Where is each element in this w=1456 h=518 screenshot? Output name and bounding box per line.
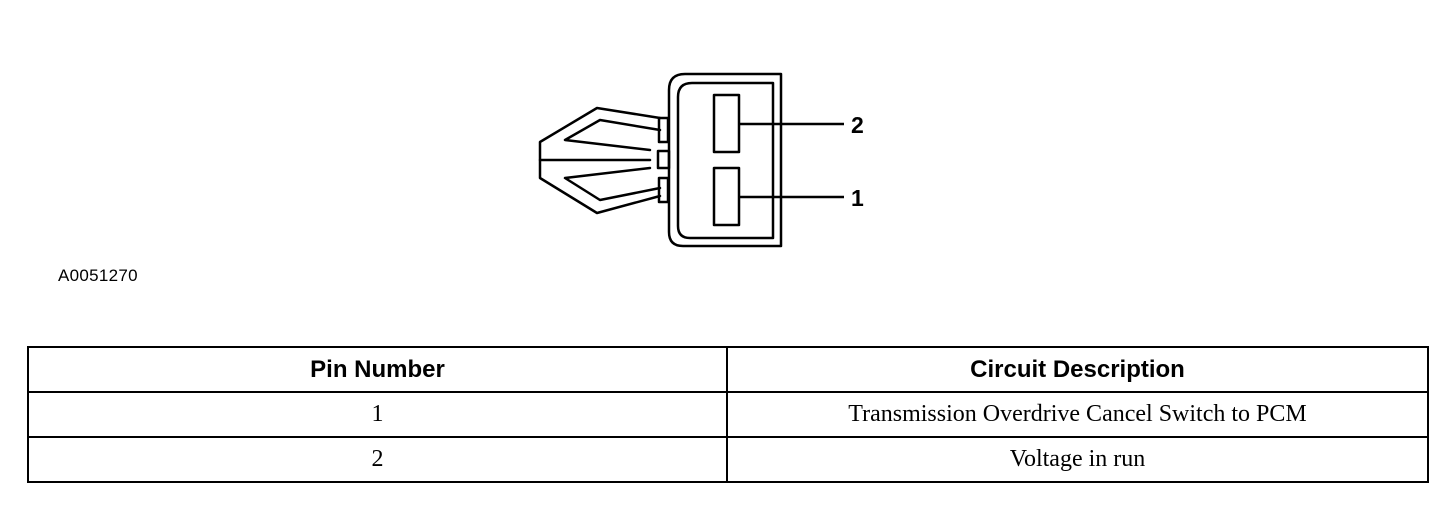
pin-callout-1: 1 bbox=[851, 185, 864, 211]
header-circuit-description: Circuit Description bbox=[726, 346, 1429, 393]
header-pin-number: Pin Number bbox=[27, 346, 728, 393]
connector-center-nub bbox=[656, 149, 671, 170]
table-header-row: Pin Number Circuit Description bbox=[27, 346, 1429, 393]
pin-cavity-2 bbox=[712, 93, 741, 154]
pin-callout-2: 2 bbox=[851, 112, 864, 138]
connector-body-outer bbox=[667, 72, 783, 248]
connector-body-inner bbox=[676, 81, 775, 240]
connector-latch-inner-top bbox=[563, 118, 662, 152]
connector-side-tab bbox=[657, 176, 670, 204]
table-row: 1 Transmission Overdrive Cancel Switch t… bbox=[27, 391, 1429, 438]
pin-table: Pin Number Circuit Description 1 Transmi… bbox=[27, 346, 1429, 483]
connector-diagram: 2 1 bbox=[538, 72, 864, 248]
pin-cavity-1 bbox=[712, 166, 741, 227]
pin-number-cell: 2 bbox=[27, 436, 728, 483]
circuit-description-cell: Transmission Overdrive Cancel Switch to … bbox=[726, 391, 1429, 438]
table-row: 2 Voltage in run bbox=[27, 436, 1429, 483]
circuit-description-cell: Voltage in run bbox=[726, 436, 1429, 483]
connector-latch-inner-bottom bbox=[563, 166, 662, 202]
figure-id: A0051270 bbox=[58, 266, 138, 285]
pin-number-cell: 1 bbox=[27, 391, 728, 438]
